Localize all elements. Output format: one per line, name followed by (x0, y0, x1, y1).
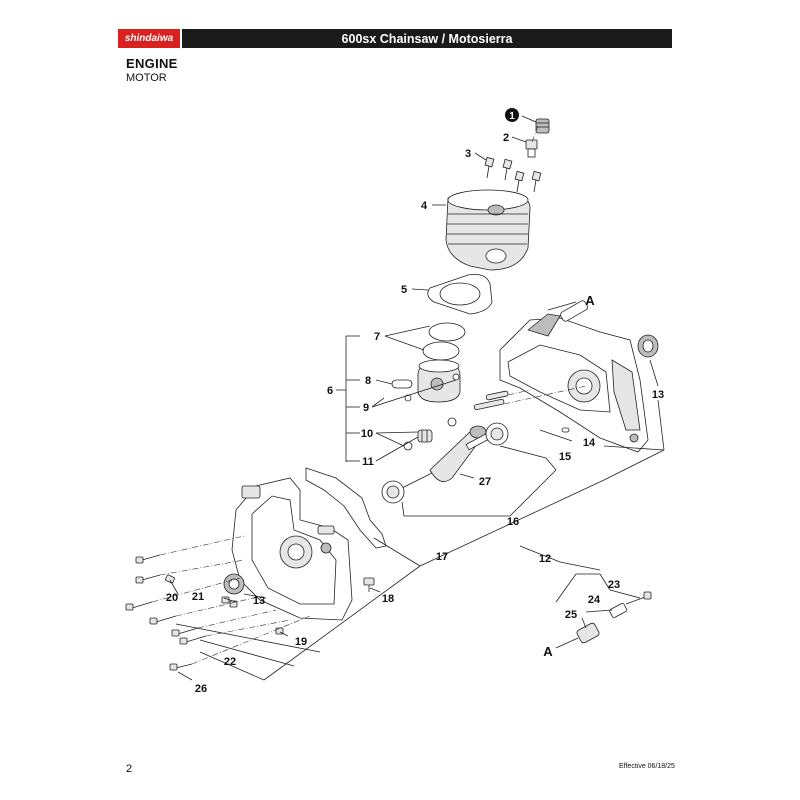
callout-23: 23 (608, 579, 620, 591)
section-subtitle: MOTOR (126, 72, 167, 84)
callout-18: 18 (382, 593, 394, 605)
cylinder-bolts-part (484, 156, 542, 193)
callout-16: 16 (507, 516, 519, 528)
assembly-center-lines (151, 125, 587, 665)
cylinder-gasket-part (427, 274, 493, 315)
callout-24: 24 (588, 594, 601, 606)
callout-4: 4 (421, 200, 428, 212)
callout-25: 25 (565, 609, 577, 621)
piston-pin-part (391, 379, 413, 389)
callout-19: 19 (295, 636, 307, 648)
callout-27: 27 (479, 476, 491, 488)
callout-a-top: A (585, 293, 595, 308)
callout-2: 2 (503, 132, 509, 144)
piston-rings-part (422, 322, 466, 361)
callout-12: 12 (539, 553, 551, 565)
callout-7: 7 (374, 331, 380, 343)
right-oil-seal-part (637, 334, 659, 358)
page-title: 600sx Chainsaw / Motosierra (182, 29, 672, 48)
crankcase-pins-part (473, 390, 570, 433)
callout-20: 20 (166, 592, 178, 604)
callout-9: 9 (363, 402, 369, 414)
callout-6: 6 (327, 385, 333, 397)
callout-labels: 1 2 3 4 5 6 7 8 9 10 11 12 13 13 14 15 1… (166, 108, 664, 695)
small-fasteners-part (165, 574, 375, 635)
callout-1: 1 (509, 111, 515, 122)
left-crankcase-part (231, 477, 353, 621)
callout-26: 26 (195, 683, 207, 695)
callout-15: 15 (559, 451, 571, 463)
callout-a-bottom: A (543, 644, 553, 659)
callout-5: 5 (401, 284, 407, 296)
callout-13-right: 13 (652, 389, 664, 401)
brand-logo: shindaiwa (118, 29, 180, 48)
leader-lines (169, 115, 665, 681)
spark-plug-part (535, 118, 550, 134)
piston-clips-part (404, 373, 460, 402)
callout-22: 22 (224, 656, 236, 668)
needle-bearing-part (403, 417, 457, 451)
callout-10: 10 (361, 428, 373, 440)
crankcase-gasket-part (305, 467, 387, 549)
crankcase-bolts-part (125, 554, 207, 671)
effective-date: Effective 06/18/25 (619, 763, 675, 770)
section-title: ENGINE (126, 56, 178, 71)
callout-21: 21 (192, 591, 204, 603)
left-oil-seal-part (223, 573, 245, 595)
page-number: 2 (126, 763, 133, 775)
page-header: shindaiwa 600sx Chainsaw / Motosierra (118, 29, 672, 48)
callout-17: 17 (436, 551, 448, 563)
crankshaft-part (401, 425, 493, 489)
callout-13-left: 13 (253, 595, 265, 607)
main-bearings-part (381, 422, 509, 504)
callout-8: 8 (365, 375, 371, 387)
callout-3: 3 (465, 148, 471, 160)
anti-vibration-parts (576, 591, 652, 644)
right-crankcase-part (499, 300, 649, 453)
callout-14: 14 (583, 437, 596, 449)
cylinder-part (445, 189, 531, 271)
callout-11: 11 (362, 456, 374, 468)
decompression-valve-part (525, 139, 538, 158)
